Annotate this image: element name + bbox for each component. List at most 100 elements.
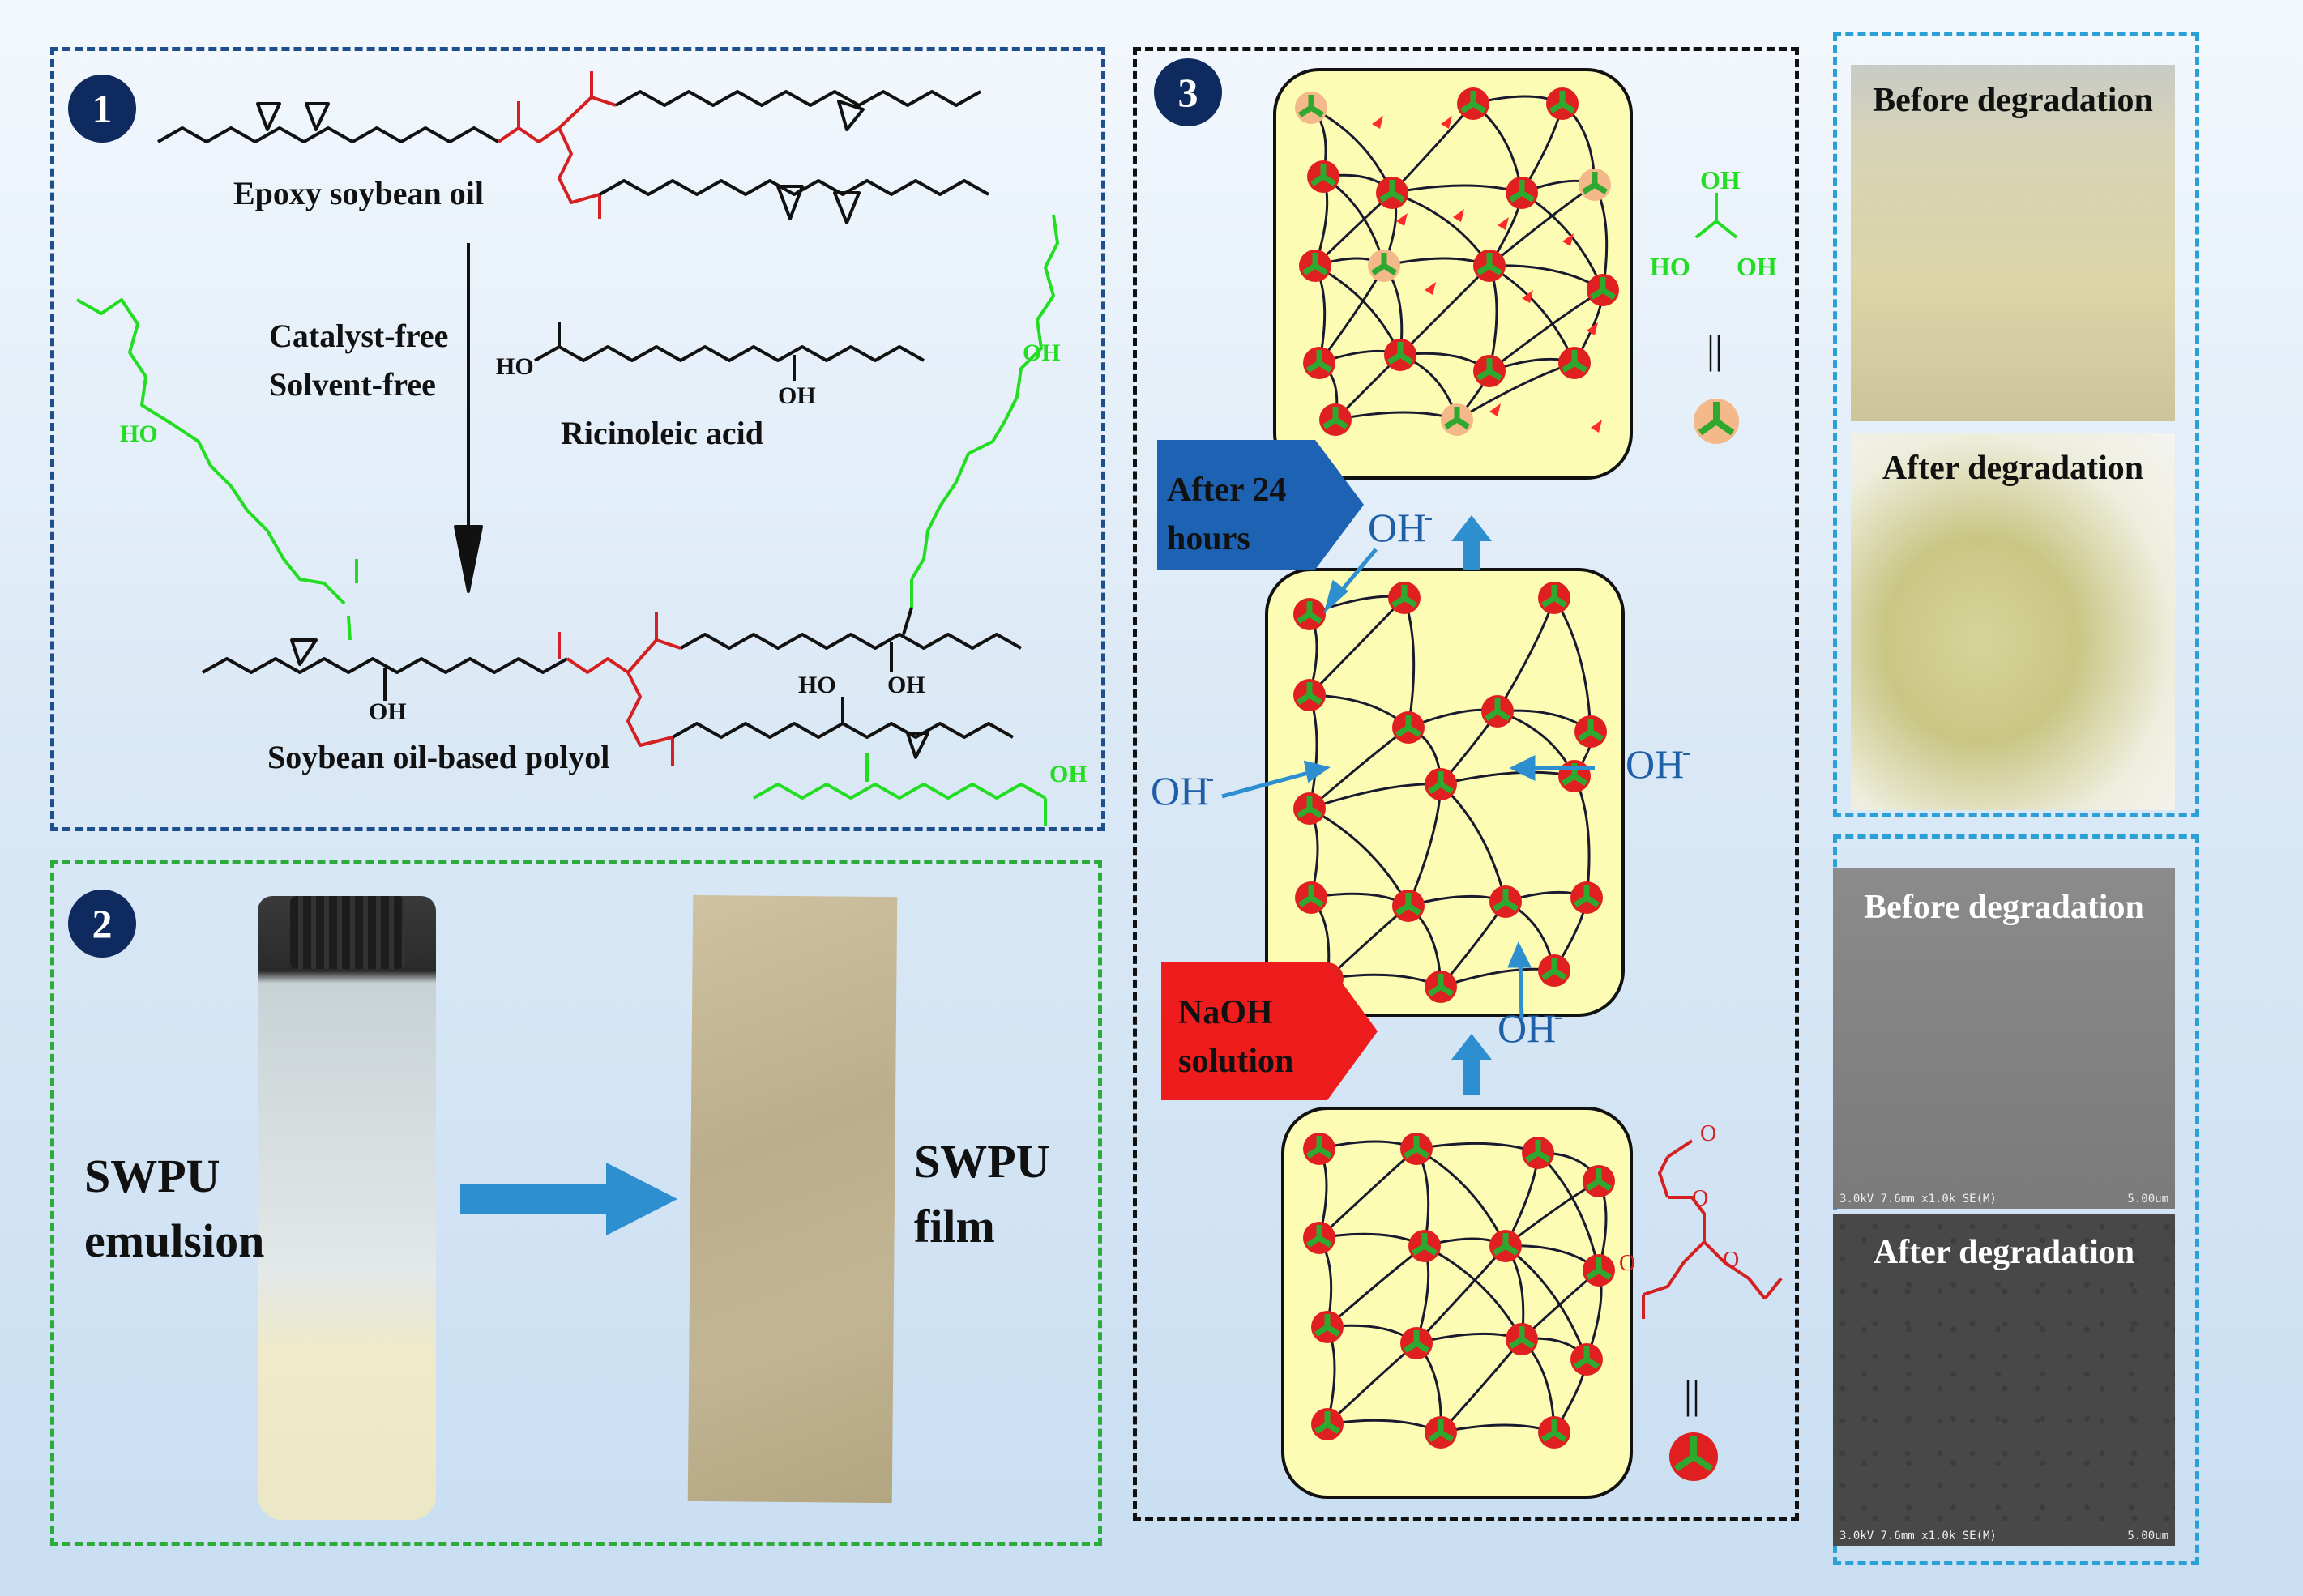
eso-epoxide-2 <box>305 102 330 131</box>
bottom-node <box>1506 1323 1538 1355</box>
fragment-mark <box>1489 403 1501 416</box>
eso-chain-2 <box>615 90 981 107</box>
triacetin-o-1: O <box>1692 1186 1708 1211</box>
fragment-mark <box>1372 116 1383 129</box>
polyol-oh-2: OH <box>887 672 925 698</box>
middle-node <box>1295 881 1327 914</box>
middle-node <box>1392 711 1425 744</box>
middle-node <box>1538 954 1570 987</box>
top-node <box>1506 177 1538 209</box>
fragment-mark <box>1453 209 1464 222</box>
green-branch-bottom <box>753 783 1046 800</box>
fragment-mark <box>1587 322 1598 335</box>
fragment-mark <box>1425 282 1436 295</box>
top-node <box>1319 403 1352 436</box>
top-node <box>1368 250 1400 282</box>
middle-node <box>1489 885 1522 918</box>
bottom-node <box>1303 1222 1335 1254</box>
bottom-node <box>1583 1165 1615 1197</box>
middle-node <box>1574 715 1607 748</box>
eso-chain-1 <box>157 126 499 143</box>
panel-4-photos <box>1833 32 2199 817</box>
middle-node <box>1558 760 1591 792</box>
bottom-node <box>1400 1327 1433 1359</box>
bottom-node <box>1425 1416 1457 1449</box>
top-node <box>1376 177 1408 209</box>
top-node <box>1299 250 1331 282</box>
glycerol-symbol <box>1694 399 1739 444</box>
step-badge-2: 2 <box>68 890 136 958</box>
up-arrow-top <box>1451 515 1492 570</box>
bottom-node <box>1489 1230 1522 1262</box>
emulsion-label-line2: emulsion <box>84 1214 265 1267</box>
film-label-line1: SWPU <box>914 1135 1050 1188</box>
polyol-oh-1: OH <box>369 698 407 725</box>
middle-node <box>1293 792 1326 825</box>
eso-ester-1 <box>497 126 561 143</box>
emulsion-label-line1: SWPU <box>84 1150 220 1202</box>
up-arrow-bottom <box>1451 1034 1492 1095</box>
top-node <box>1473 355 1506 387</box>
triacetin-o-3: O <box>1619 1251 1635 1276</box>
polyol-chain-3 <box>672 722 1014 739</box>
panel-2-film <box>50 860 1102 1546</box>
middle-node <box>1293 598 1326 630</box>
condition-catalyst-free: Catalyst-free <box>269 318 448 354</box>
bottom-node <box>1311 1408 1344 1440</box>
panel-3-degradation <box>1133 47 1799 1521</box>
hydroxide-label-3: OH <box>1626 741 1684 787</box>
sem-before-info: 3.0kV 7.6mm x1.0k SE(M) <box>1839 1193 1997 1206</box>
triacetin-symbol <box>1669 1432 1718 1481</box>
green-branch-left <box>76 298 346 605</box>
degradation-network: After 24 hours NaOH solution OH - OH - O… <box>1151 68 1783 1499</box>
after-24-line1: After 24 <box>1167 472 1286 509</box>
hydroxide-label-4: OH <box>1498 1005 1556 1051</box>
middle-node <box>1388 582 1421 614</box>
middle-node <box>1570 881 1603 914</box>
bottom-node <box>1408 1230 1441 1262</box>
after-24-hours-tag <box>1157 440 1364 570</box>
step-badge-3: 3 <box>1154 58 1222 126</box>
bottom-node <box>1303 1133 1335 1165</box>
film-photo <box>687 894 898 1504</box>
green-ho-left: HO <box>120 420 158 447</box>
green-branch-right <box>910 214 1059 581</box>
triacetin-o-4: O <box>1723 1248 1739 1273</box>
top-node <box>1579 169 1611 201</box>
fragment-mark <box>1441 116 1452 129</box>
ricinoleic-ho: HO <box>496 353 534 380</box>
top-node <box>1473 250 1506 282</box>
polyol-ho: HO <box>798 672 836 698</box>
triacetin-o-2: O <box>1700 1121 1716 1146</box>
top-node <box>1384 339 1416 371</box>
fragment-mark <box>1562 233 1574 246</box>
glycerol-ho: HO <box>1650 252 1690 281</box>
middle-node <box>1481 695 1514 728</box>
ricinoleic-oh: OH <box>778 382 816 409</box>
hydroxide-charge-3: - <box>1682 739 1690 766</box>
top-node <box>1558 347 1591 379</box>
polyol-chain-2 <box>680 633 1022 650</box>
condition-solvent-free: Solvent-free <box>269 366 436 403</box>
eso-label: Epoxy soybean oil <box>233 175 484 211</box>
fragment-mark <box>1522 290 1533 303</box>
bottom-node <box>1311 1311 1344 1343</box>
polyol-chain-1 <box>202 657 568 674</box>
top-node <box>1303 347 1335 379</box>
equals-triacetin: || <box>1684 1372 1700 1417</box>
emulsion-vial-photo <box>258 896 436 1520</box>
sem-after-info: 3.0kV 7.6mm x1.0k SE(M) <box>1839 1530 1997 1543</box>
naoh-solution-tag <box>1161 962 1378 1100</box>
sem-before-scale: 5.00um <box>2127 1193 2168 1206</box>
top-node <box>1457 87 1489 120</box>
equals-glycerol: || <box>1707 326 1723 372</box>
bottom-node <box>1522 1137 1554 1169</box>
ricinoleic-label: Ricinoleic acid <box>561 415 763 451</box>
sem-before-degradation: Before degradation 3.0kV 7.6mm x1.0k SE(… <box>1833 868 2175 1209</box>
network-box-bottom <box>1281 1107 1633 1499</box>
fragment-mark <box>1591 420 1602 433</box>
polyol-glycerol <box>626 672 673 747</box>
middle-node <box>1425 971 1457 1003</box>
film-before-degradation-photo: Before degradation <box>1851 65 2175 421</box>
hydroxide-charge-4: - <box>1554 1003 1562 1030</box>
